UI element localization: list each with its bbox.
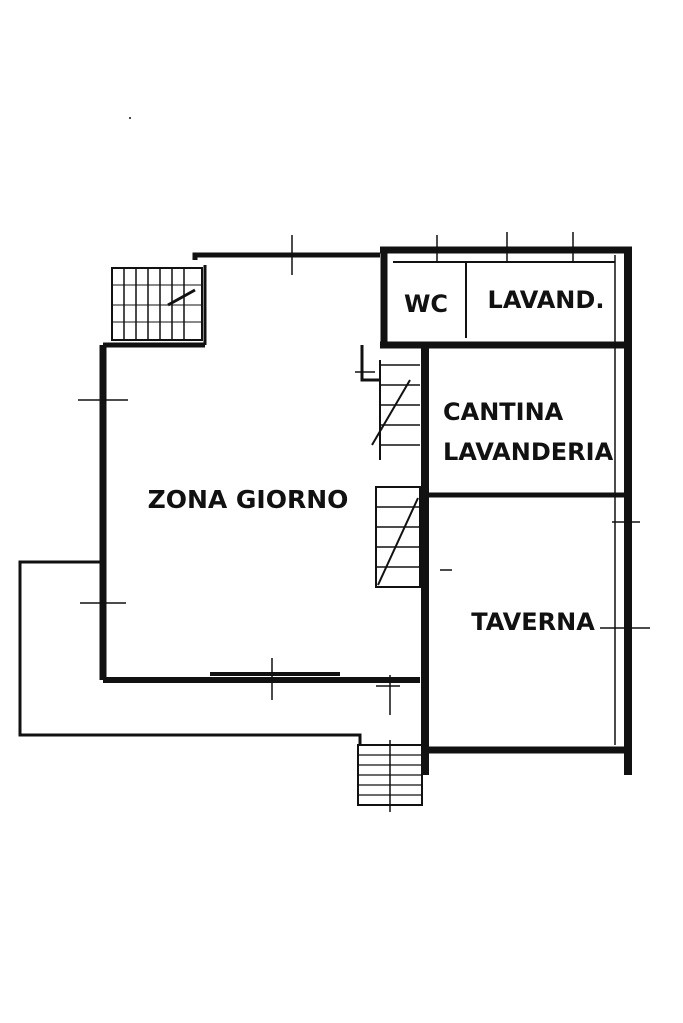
terrace-outline bbox=[18, 560, 362, 745]
room-label-cantina: CANTINA bbox=[443, 398, 564, 426]
room-label-lavanderia: LAVANDERIA bbox=[443, 438, 614, 466]
dimension-ticks bbox=[78, 232, 650, 715]
zona-giorno-walls bbox=[99, 252, 420, 683]
room-label-zona-giorno: ZONA GIORNO bbox=[148, 485, 349, 514]
staircase-bottom bbox=[357, 740, 423, 812]
internal-staircase bbox=[360, 345, 421, 588]
stray-dot bbox=[129, 117, 131, 119]
service-block-walls bbox=[380, 246, 632, 775]
staircase-top-left bbox=[111, 267, 203, 341]
room-label-wc: WC bbox=[404, 290, 448, 318]
room-label-taverna: TAVERNA bbox=[471, 608, 595, 636]
room-label-lavand: LAVAND. bbox=[488, 286, 605, 314]
